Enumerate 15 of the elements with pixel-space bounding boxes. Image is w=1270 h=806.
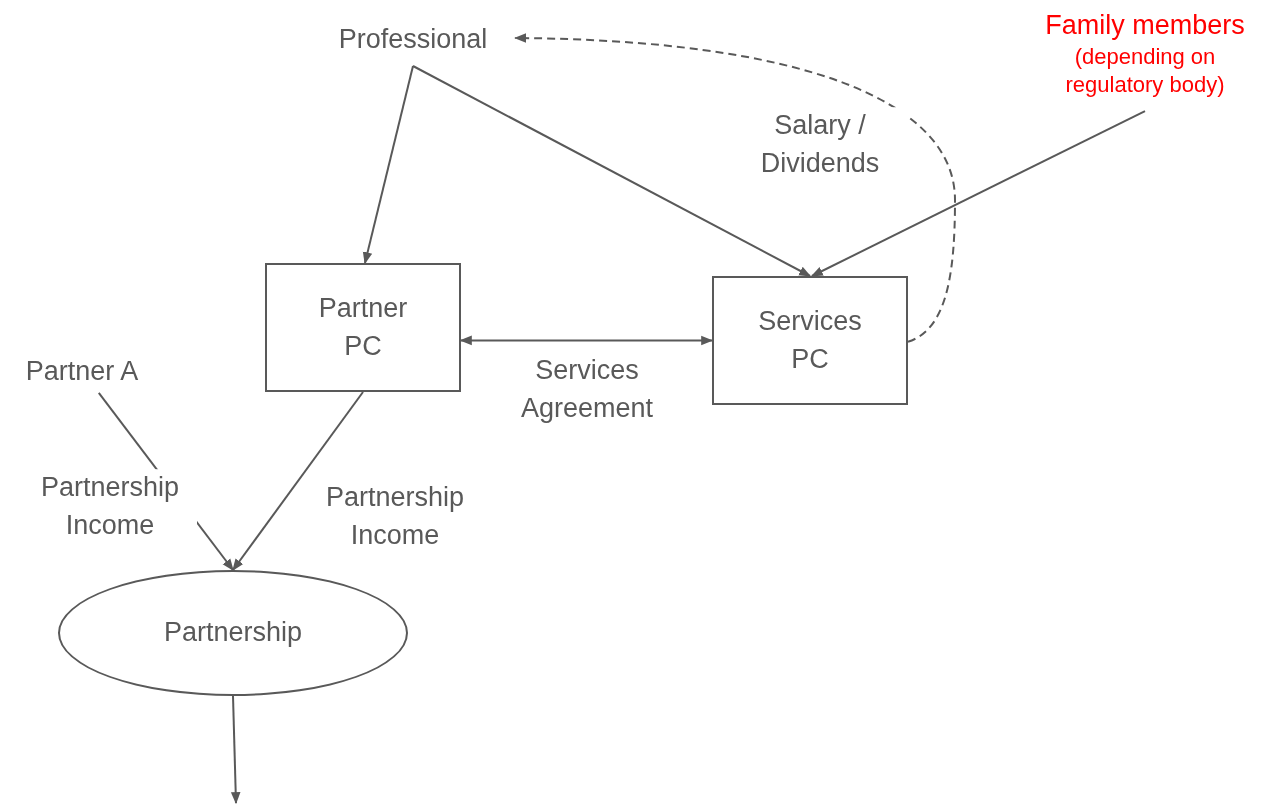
node-label: Professional	[338, 23, 488, 57]
node-label: Partner PC	[317, 291, 409, 363]
node-label: Family members	[1045, 9, 1245, 43]
node-label: Partnership	[163, 616, 303, 650]
node-label: Services PC	[757, 304, 863, 376]
arrow	[810, 110, 1146, 277]
arrow	[232, 391, 364, 571]
process-box	[712, 276, 908, 405]
process-box	[265, 263, 461, 392]
arrow	[230, 695, 241, 805]
arrow	[412, 65, 812, 277]
node-label: Partner A	[25, 355, 139, 389]
dashed-arrow	[514, 33, 956, 343]
note-text: (depending on regulatory body)	[1064, 42, 1226, 100]
arrow	[362, 65, 414, 265]
